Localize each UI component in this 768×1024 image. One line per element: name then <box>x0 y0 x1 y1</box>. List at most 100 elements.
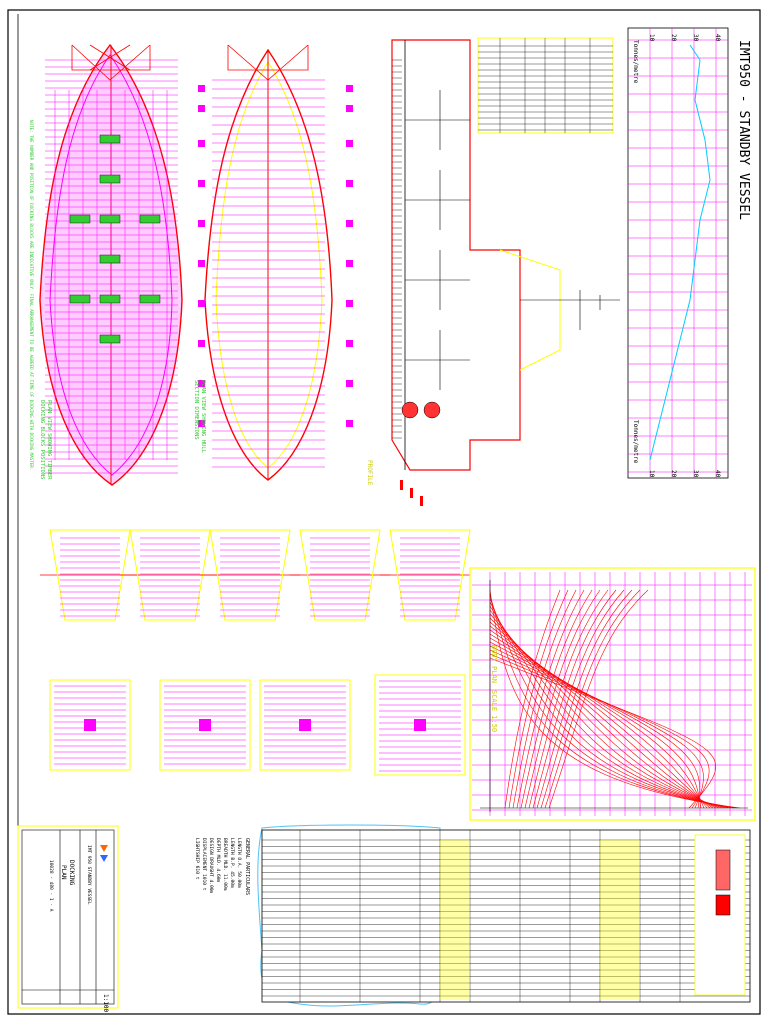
plan-note-1: PLAN VIEW SHOWING TIMBER <box>46 400 52 480</box>
profile-mark <box>410 488 413 498</box>
graph-unit-label-top: Tonnes/metre <box>632 40 639 84</box>
section-outline <box>129 529 211 621</box>
station-curve <box>528 589 609 809</box>
profile-mark <box>400 480 403 490</box>
gen-particular-line: DEPTH MLD. 4.60m <box>215 838 221 882</box>
parts-highlight <box>440 840 470 1000</box>
section-tag <box>346 300 353 307</box>
waterline-curve <box>489 609 726 809</box>
section-tag <box>346 140 353 147</box>
section-tag <box>346 220 353 227</box>
waterline-curve <box>489 601 732 809</box>
docking-block <box>99 254 121 264</box>
graph-tick-label: 30 <box>692 34 699 42</box>
sheet-border <box>7 9 761 1015</box>
plan-view-hull-sections <box>198 44 353 481</box>
section-tag <box>346 260 353 267</box>
section-tag <box>346 85 353 92</box>
waterline-curve <box>489 589 741 809</box>
station-curve <box>504 589 561 809</box>
section-tag <box>198 85 205 92</box>
graph-tick-label: 10 <box>648 34 655 42</box>
section-view <box>159 679 251 771</box>
docking-block <box>99 214 121 224</box>
profile-label: PROFILE <box>366 460 373 486</box>
body-plan-scale: SCALE 1:50 <box>490 690 498 732</box>
title-block-drawing-name: DOCKING <box>68 860 75 886</box>
section-block <box>199 719 211 731</box>
graph-tick-label: 20 <box>670 34 677 42</box>
docking-note: NOTE: THE NUMBER AND POSITION OF DOCKING… <box>29 120 34 470</box>
title-block-scale: 1:100 <box>102 994 109 1012</box>
section-tag <box>198 420 205 427</box>
waterline-curve <box>489 633 708 809</box>
section-outline <box>49 529 131 621</box>
waterline-curve <box>489 641 702 809</box>
parts-highlight <box>600 840 640 1000</box>
section-outline <box>159 679 251 771</box>
profile-mark <box>420 496 423 506</box>
section-tag <box>346 180 353 187</box>
deck-line <box>405 90 470 150</box>
waterline-curve <box>489 605 729 809</box>
body-plan <box>469 567 756 821</box>
graph-unit-label-bottom: Tonnes/metre <box>632 420 639 464</box>
section-outline <box>49 679 131 771</box>
section-tag <box>346 340 353 347</box>
graph-tick-label: 10 <box>648 470 655 478</box>
section-view <box>380 529 480 621</box>
section-tag <box>346 380 353 387</box>
hydrostatic-table <box>477 37 614 134</box>
station-curve <box>516 589 585 809</box>
section-outline <box>389 529 471 621</box>
docking-block <box>99 174 121 184</box>
title-block-company: IMT 950 STANDBY VESSEL <box>86 845 92 905</box>
docking-block <box>69 294 91 304</box>
section-outline <box>259 679 351 771</box>
station-curve <box>536 589 625 809</box>
section-view <box>120 529 220 621</box>
body-plan-label: BODY PLAN <box>490 645 498 683</box>
plan-view-docking-blocks <box>39 43 183 486</box>
detail-view <box>694 834 746 996</box>
title-block-drawing-subname: PLAN <box>60 865 67 880</box>
station-curve <box>548 589 649 809</box>
profile-view <box>391 39 620 506</box>
docking-block <box>99 294 121 304</box>
plan-note-2: DOCKING BLOCKS POSITIONS <box>39 400 45 479</box>
gen-particular-line: DESIGN DRAUGHT 4.00m <box>208 838 214 894</box>
section-view <box>49 679 131 771</box>
section-views <box>40 529 480 776</box>
station-curve <box>540 589 633 809</box>
gen-particulars-heading: GENERAL PARTICULARS <box>244 838 250 895</box>
station-curve <box>544 589 641 809</box>
section-view <box>374 674 466 776</box>
section-view <box>290 529 390 621</box>
gen-particular-line: LENGTH B.P. 45.00m <box>229 838 235 888</box>
section-outline <box>299 529 381 621</box>
section-tag <box>198 220 205 227</box>
station-curve <box>508 589 569 809</box>
docking-block <box>139 214 161 224</box>
section-outline <box>374 674 466 776</box>
gen-particular-line: LIGHTSHIP 610 t <box>194 838 200 880</box>
section-tag <box>198 340 205 347</box>
section-tag <box>346 420 353 427</box>
section-block <box>414 719 426 731</box>
station-curve <box>532 589 617 809</box>
section-tag <box>198 105 205 112</box>
gen-particular-line: LENGTH O.A. 50.00m <box>236 838 242 888</box>
deck-line <box>405 250 470 310</box>
parts-list <box>257 824 751 1007</box>
deck-line <box>405 330 470 390</box>
waterline-curve <box>489 637 705 809</box>
section-view <box>259 679 351 771</box>
title-block <box>17 825 119 1009</box>
plan-note-3: PLAN VIEW SHOWING HULL <box>200 380 206 454</box>
graph-tick-label: 40 <box>714 470 721 478</box>
plan-note-4: SECTION DIMENSIONS <box>193 380 199 440</box>
waterline-curve <box>489 593 738 809</box>
